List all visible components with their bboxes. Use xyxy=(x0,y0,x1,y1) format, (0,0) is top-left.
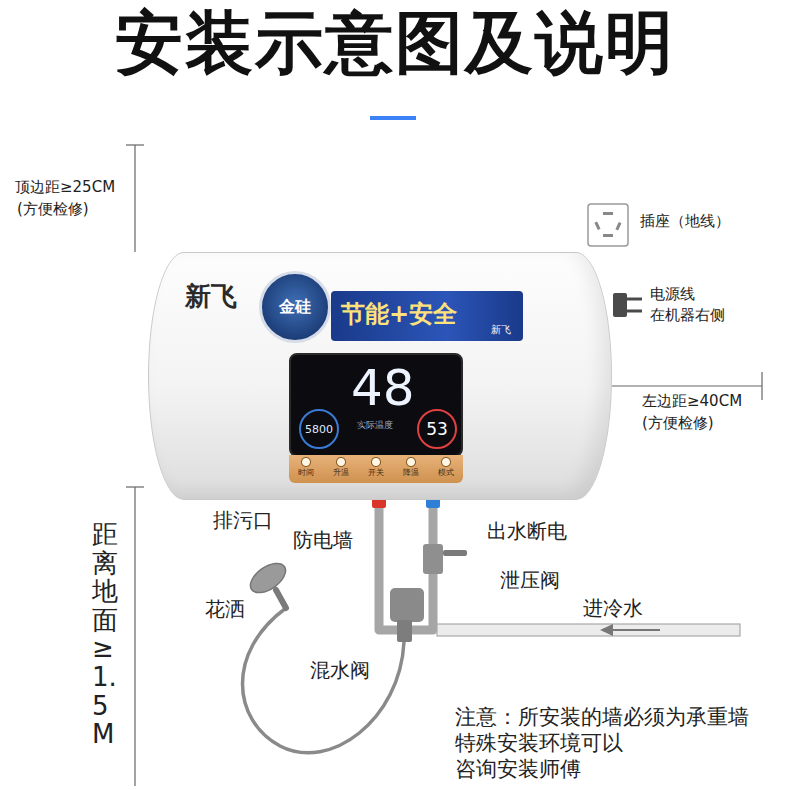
shower-handle xyxy=(276,590,286,608)
relief-valve-lever xyxy=(443,550,467,556)
water-heater-body: 新飞金硅节能+安全新飞580048实际温度53时间升温开关降温模式 xyxy=(148,252,612,500)
part-label: 泄压阀 xyxy=(500,568,560,592)
socket-hole xyxy=(603,234,613,237)
part-label: 插座（地线） xyxy=(640,212,730,230)
installation-note: 注意：所安装的墙必须为承重墙 特殊安装环境可以 咨询安装师傅 xyxy=(455,704,785,782)
part-label: 在机器右侧 xyxy=(650,306,725,324)
shower-head xyxy=(245,558,290,599)
button-label: 降温 xyxy=(403,457,419,477)
dimension-tick xyxy=(761,372,762,400)
timer-readout: 5800 xyxy=(299,409,339,449)
set-temperature: 53 xyxy=(417,409,457,449)
power-plug xyxy=(613,293,627,317)
feature-banner: 节能+安全新飞 xyxy=(331,291,523,341)
socket-hole xyxy=(615,222,621,231)
banner-brand: 新飞 xyxy=(491,325,511,335)
part-label: 出水断电 xyxy=(487,519,567,543)
plug-prong xyxy=(627,310,642,313)
part-label: 电源线 xyxy=(650,285,695,303)
shower-hose xyxy=(243,608,405,753)
cold-water-pipe xyxy=(437,624,740,636)
plug-prong xyxy=(627,298,642,301)
button-label: 开关 xyxy=(368,457,384,477)
mixing-valve xyxy=(390,588,424,622)
part-label: 花洒 xyxy=(205,597,245,621)
readout-caption: 实际温度 xyxy=(357,421,393,430)
flow-arrowhead xyxy=(600,624,613,636)
temperature-readout: 48 xyxy=(351,363,415,413)
dimension-line xyxy=(134,487,135,786)
title-underline xyxy=(370,116,416,120)
button-label: 模式 xyxy=(438,457,454,477)
wall-socket xyxy=(588,204,628,246)
display-panel: 5800 48 实际温度 53 xyxy=(289,353,463,457)
socket-hole xyxy=(603,212,613,215)
part-label: 混水阀 xyxy=(310,658,370,682)
part-label: 防电墙 xyxy=(293,528,353,552)
button-label: 时间 xyxy=(298,457,314,477)
dimension-line xyxy=(612,385,762,386)
button-label: 升温 xyxy=(333,457,349,477)
page-title: 安装示意图及说明 xyxy=(0,4,790,82)
dimension-note: (方便检修) xyxy=(17,200,89,218)
flow-arrow xyxy=(612,629,660,631)
brand-name: 新飞 xyxy=(185,283,237,309)
dimension-line xyxy=(134,145,135,252)
height-dimension: 距离地面≥1.5M xyxy=(92,520,118,749)
pressure-relief-valve xyxy=(423,544,443,574)
mixing-valve-outlet xyxy=(397,620,412,642)
clearance-dimension: 顶边距≥25CM xyxy=(15,178,115,196)
badge-text: 金硅 xyxy=(279,299,311,315)
part-label: 排污口 xyxy=(213,508,273,532)
tank-badge: 金硅 xyxy=(259,271,331,343)
part-label: 进冷水 xyxy=(583,596,643,620)
banner-slogan: 节能+安全 xyxy=(341,302,457,326)
clearance-dimension: 左边距≥40CM xyxy=(642,392,742,410)
dimension-note: (方便检修) xyxy=(642,414,714,432)
control-strip: 时间升温开关降温模式 xyxy=(289,455,463,483)
socket-hole xyxy=(594,222,600,231)
